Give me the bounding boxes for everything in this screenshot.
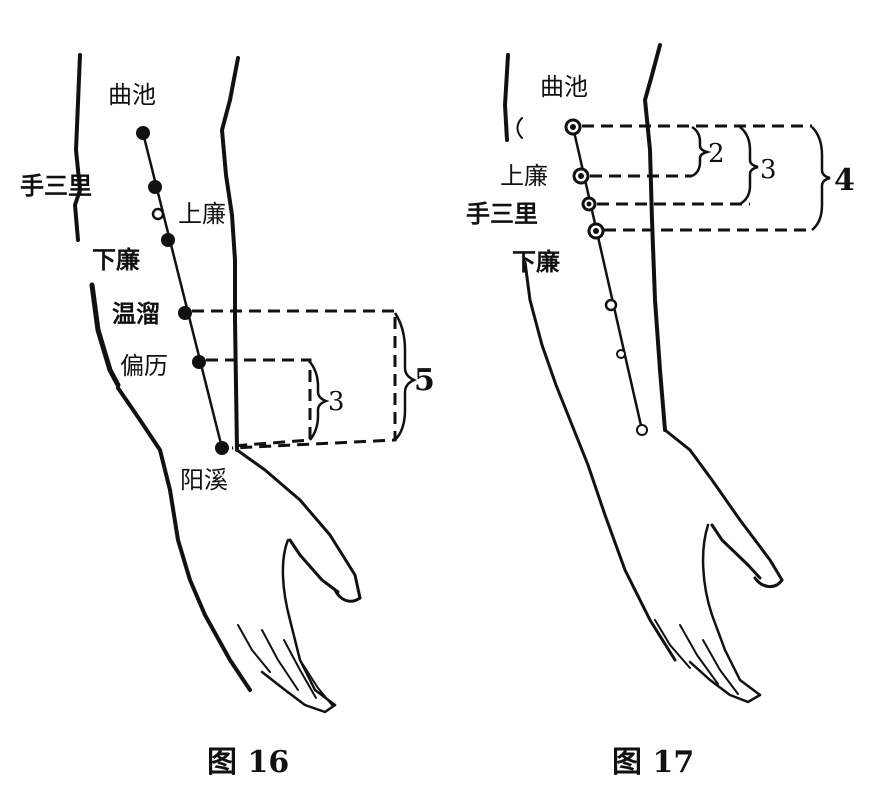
figure-16-xialian-point bbox=[161, 233, 175, 247]
figure-16-outer-brace bbox=[393, 312, 418, 441]
figure-16-measure-5: 5 bbox=[414, 363, 435, 398]
figure-16-measurements: 3 5 bbox=[192, 309, 435, 450]
figure-17-acupoints bbox=[564, 118, 648, 436]
figure-17-lower-point-2 bbox=[616, 349, 626, 359]
figure-16-pianli-label: 偏历 bbox=[120, 352, 168, 380]
figure-17-lower-point-1 bbox=[604, 298, 618, 312]
figure-16-shousanli-point bbox=[148, 180, 162, 194]
figure-16: 曲池 手三里 上廉 下廉 温溜 偏历 阳溪 3 5 图 16 bbox=[20, 53, 435, 780]
figure-17-xialian-label: 下廉 bbox=[512, 248, 560, 276]
figure-16-measure-3: 3 bbox=[328, 387, 345, 417]
figure-17-brace-4 bbox=[811, 126, 831, 231]
figure-17-brace-2 bbox=[691, 125, 712, 178]
figure-16-wenliu-label: 温溜 bbox=[112, 300, 160, 328]
figure-16-arm-outline bbox=[73, 53, 362, 714]
figure-17-arm-outline bbox=[503, 43, 784, 704]
figure-16-inner-brace bbox=[309, 361, 330, 441]
figure-16-yangxi-label: 阳溪 bbox=[180, 466, 228, 494]
figure-17-lower-point-3 bbox=[636, 424, 648, 436]
figure-16-outer-dash bbox=[192, 309, 397, 450]
figure-16-caption: 图 16 bbox=[207, 745, 289, 780]
figure-17-measure-3: 3 bbox=[760, 155, 777, 185]
figure-17-quchi-label: 曲池 bbox=[540, 73, 588, 101]
figure-17-measurements: 2 3 4 bbox=[582, 124, 855, 232]
figure-16-quchi-label: 曲池 bbox=[108, 81, 156, 109]
figure-17-measure-4: 4 bbox=[834, 163, 855, 198]
figure-16-shousanli-label: 手三里 bbox=[20, 172, 92, 200]
figure-17-labels: 曲池 上廉 手三里 下廉 bbox=[466, 73, 588, 276]
figure-17-shanglian-label: 上廉 bbox=[500, 162, 548, 190]
figure-16-shanglian-label: 上廉 bbox=[178, 200, 226, 228]
figure-16-wenliu-point bbox=[178, 306, 192, 320]
figure-16-inner-dash bbox=[206, 358, 312, 448]
figure-16-quchi-point bbox=[136, 126, 150, 140]
figure-16-labels: 曲池 手三里 上廉 下廉 温溜 偏历 阳溪 bbox=[20, 81, 228, 494]
figure-17: 曲池 上廉 手三里 下廉 2 3 4 图 17 bbox=[466, 43, 855, 780]
figure-17-brace-3 bbox=[739, 126, 759, 206]
figure-16-pianli-point bbox=[192, 355, 206, 369]
figure-16-shanglian-point bbox=[151, 207, 165, 221]
figure-16-acupoints bbox=[136, 126, 229, 455]
figure-16-xialian-label: 下廉 bbox=[92, 246, 140, 274]
figure-17-measure-2: 2 bbox=[708, 139, 725, 169]
figure-17-caption: 图 17 bbox=[612, 745, 694, 780]
figure-17-shousanli-label: 手三里 bbox=[466, 200, 538, 228]
figure-16-yangxi-point bbox=[215, 441, 229, 455]
